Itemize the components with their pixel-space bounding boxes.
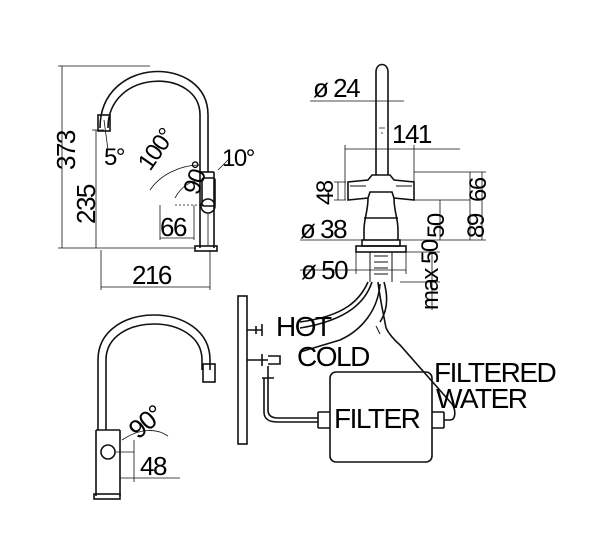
side-view-dimensions xyxy=(58,65,231,290)
dim-66-offset: 66 xyxy=(160,212,187,242)
dim-66-right: 66 xyxy=(465,177,492,202)
installation-schematic xyxy=(237,281,456,463)
dim-max-50: max 50 xyxy=(417,239,444,310)
side-view-faucet xyxy=(97,70,218,252)
dim-spout-diameter: ø 24 xyxy=(313,73,360,103)
label-water: WATER xyxy=(436,383,527,414)
dim-141: 141 xyxy=(392,119,432,149)
dim-89: 89 xyxy=(463,213,490,238)
bottom-view-faucet xyxy=(93,314,216,500)
angle-10: 10° xyxy=(222,145,255,172)
label-cold: COLD xyxy=(297,341,369,372)
dim-373: 373 xyxy=(51,130,81,170)
label-hot: HOT xyxy=(276,311,332,342)
angle-100: 100° xyxy=(133,123,181,175)
label-filtered: FILTERED xyxy=(434,357,556,388)
bottom-view-dimensions xyxy=(120,430,180,482)
dim-48-handle: 48 xyxy=(140,451,167,481)
dim-flange-diameter: ø 50 xyxy=(301,255,348,285)
angle-90: 90° xyxy=(178,158,215,198)
dim-48-body: 48 xyxy=(312,180,339,205)
dim-235: 235 xyxy=(71,184,101,224)
angle-90-bottom: 90° xyxy=(123,399,169,444)
label-filter: FILTER xyxy=(334,403,420,434)
dim-50-body: 50 xyxy=(423,213,450,238)
angle-5: 5° xyxy=(104,144,125,171)
dim-216: 216 xyxy=(132,260,172,290)
front-view-dimensions xyxy=(300,96,486,310)
dim-base-diameter: ø 38 xyxy=(300,214,347,244)
